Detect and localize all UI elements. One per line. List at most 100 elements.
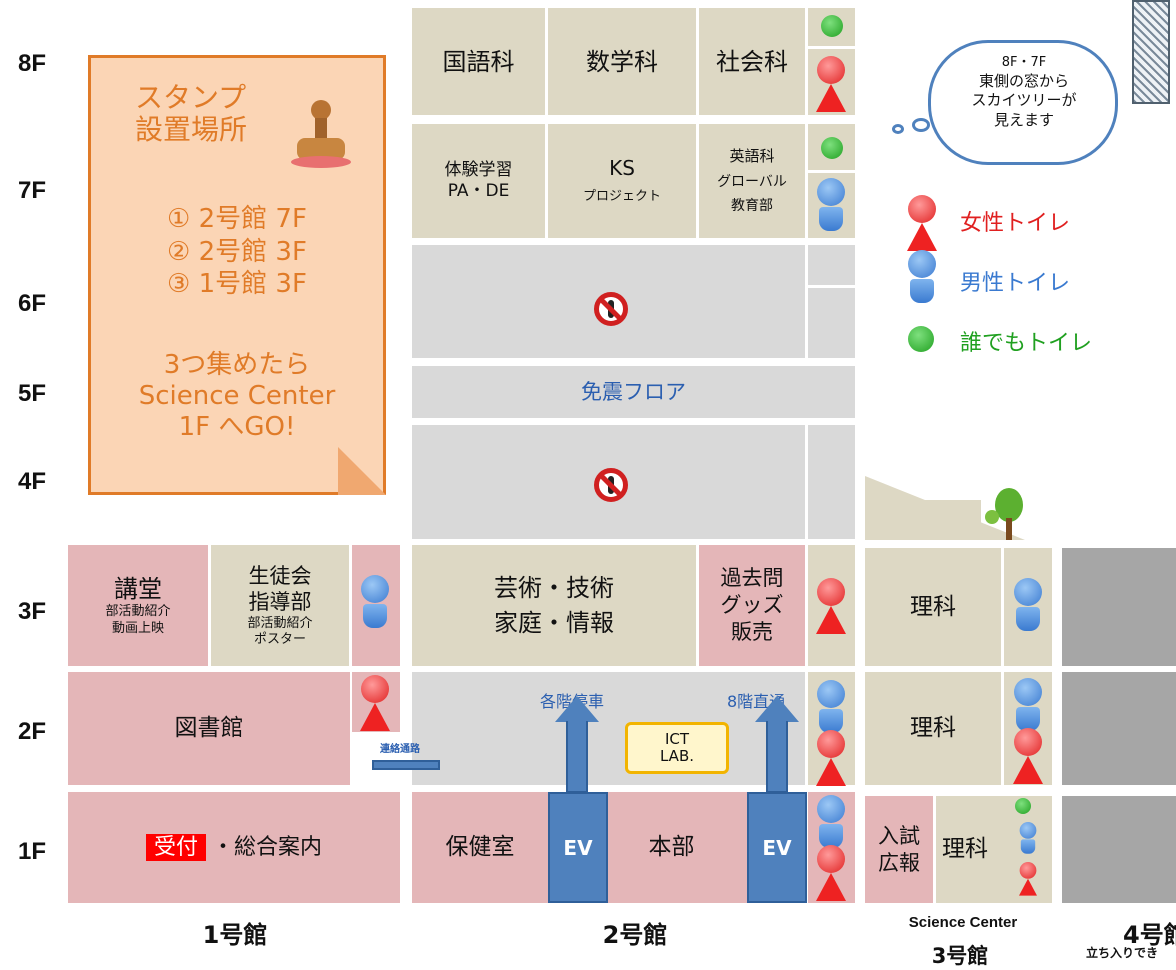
room-sublabel: 動画上映 [111,620,164,636]
room-label: 国語科 [442,47,515,76]
floor-label-7f: 7F [18,177,47,204]
room-science-2f: 理科 [865,672,1001,785]
room-label: 理科 [942,836,988,863]
room-health: 保健室 [412,792,548,903]
male-toilet-icon [1011,578,1045,638]
building-4-1f [1062,796,1176,903]
room-label: 免震フロア [581,379,686,404]
female-toilet-icon [814,845,848,905]
building-2-label: 2号館 [602,921,668,949]
ev-label: EV [762,835,792,860]
room-label: 数学科 [586,47,658,76]
room-label: 理科 [910,593,956,620]
skytree-icon [1126,0,1176,104]
stamp-icon [291,100,351,170]
ev-arrow-icon [555,696,599,722]
room-sublabel: プロジェクト [582,189,661,205]
floor-label-1f: 1F [18,838,47,865]
room-2f-hall [412,672,805,785]
room-reception: 受付 ・総合案内 [68,792,400,903]
female-toilet-icon [814,56,848,116]
room-sublabel: 教育部 [731,198,773,215]
stamp-note-2: Science Center [138,381,336,412]
room-label: 体験学習 [444,159,513,180]
male-toilet-icon [814,178,848,238]
connecting-corridor [372,760,440,770]
room-label: ・総合案内 [212,834,323,860]
room-japanese-dept: 国語科 [412,8,545,115]
tree-icon [985,488,1023,542]
room-math-dept: 数学科 [548,8,696,115]
stamp-note-fold [338,447,386,495]
room-admissions: 入試 広報 [865,796,933,903]
accessible-toilet-icon [821,137,843,159]
room-label: 広報 [878,850,920,875]
room-student-council: 生徒会 指導部 部活動紹介 ポスター [211,545,349,666]
elevator-express[interactable]: EV [747,792,807,903]
room-english-dept: 英語科 グローバル 教育部 [699,124,805,238]
roof-block [865,500,981,540]
room-label: 英語科 [729,147,775,166]
legend-any-icon [908,326,934,352]
legend-male-icon [905,250,939,310]
skytree-callout [928,40,1118,165]
female-toilet-icon [1018,862,1038,898]
room-label: 理科 [910,715,956,742]
no-entry-icon [594,292,628,326]
room-label: 販売 [731,620,773,645]
room-label: 生徒会 [248,564,312,588]
room-label: 家庭・情報 [494,608,614,637]
ev-label: EV [563,835,593,860]
room-label: 入試 [878,824,920,849]
floor-label-6f: 6F [18,290,47,317]
stamp-note-3: 1F へGO! [178,412,296,443]
building-4-3f [1062,548,1176,666]
stamp-location-1: ① 2号館 7F [167,204,307,234]
ev-arrow-shaft [566,721,588,793]
room-sublabel: ポスター [253,631,306,647]
floor-label-8f: 8F [18,50,47,77]
room-label: グッズ [720,592,784,617]
room-social-dept: 社会科 [699,8,805,115]
room-label: PA・DE [447,181,510,201]
building-4-note: 立ち入りでき [1086,946,1159,960]
building-4-label: 4号館 [1123,921,1176,949]
female-toilet-icon [814,730,848,790]
legend-female-icon [905,195,939,255]
room-label: 社会科 [716,47,788,76]
building-3-label: 3号館 [931,944,989,968]
room-label: ICT [664,729,690,748]
floor-label-2f: 2F [18,718,47,745]
corridor-label: 連絡通路 [380,744,420,755]
room-seismic-floor: 免震フロア [412,366,855,418]
ev-arrow-shaft [766,721,788,793]
room-label: LAB. [659,747,695,765]
female-toilet-icon [358,675,392,735]
building-1-label: 1号館 [202,921,268,949]
room-label: 過去問 [720,565,784,590]
room-experience-learning: 体験学習 PA・DE [412,124,545,238]
room-library: 図書館 [68,672,350,785]
room-label: KS [609,156,635,181]
building-3-sublabel: Science Center [908,914,1018,931]
no-entry-icon [594,468,628,502]
room-label: 保健室 [445,834,515,861]
male-toilet-icon [358,575,392,635]
room-sublabel: 部活動紹介 [247,615,313,631]
room-label: 本部 [648,834,695,861]
room-ks-project: KS プロジェクト [548,124,696,238]
callout-line-3: スカイツリーが [971,91,1077,110]
toilet-cell [808,288,855,358]
room-auditorium: 講堂 部活動紹介 動画上映 [68,545,208,666]
elevator-local[interactable]: EV [548,792,608,903]
room-label: 図書館 [174,715,244,742]
callout-bubble [912,118,930,132]
legend-female-label: 女性トイレ [960,211,1071,236]
ict-lab: ICT LAB. [625,722,729,774]
callout-line-1: 8F・7F [1001,55,1047,70]
male-toilet-icon [814,795,848,855]
legend-any-label: 誰でもトイレ [960,331,1093,356]
female-toilet-icon [814,578,848,638]
accessible-toilet-icon [1015,798,1031,814]
callout-line-4: 見えます [993,110,1054,129]
